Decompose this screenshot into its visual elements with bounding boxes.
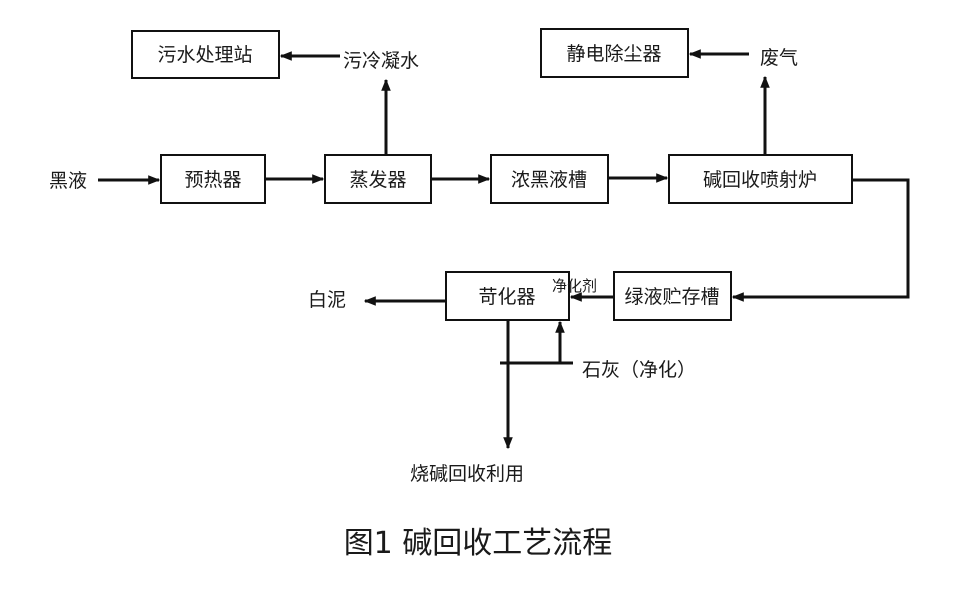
node-causticizer: 苛化器: [445, 271, 570, 321]
figure-caption: 图1 碱回收工艺流程: [344, 526, 613, 561]
label-lime: 石灰（净化）: [582, 359, 696, 381]
label-caustic-recovery: 烧碱回收利用: [410, 463, 524, 485]
node-preheater: 预热器: [160, 154, 266, 204]
node-label: 预热器: [184, 169, 241, 191]
node-electrostatic-precipitator: 静电除尘器: [540, 28, 689, 78]
node-label: 碱回收喷射炉: [703, 169, 817, 191]
label-white-mud: 白泥: [308, 289, 346, 311]
node-label: 浓黑液槽: [511, 169, 587, 191]
node-label: 污水处理站: [157, 44, 252, 66]
edge-lime-to-causticizer: [500, 320, 573, 365]
node-label: 静电除尘器: [566, 43, 661, 65]
edge-furnace-to-green-liquor: [731, 178, 910, 302]
node-green-liquor-tank: 绿液贮存槽: [613, 271, 732, 321]
label-waste-gas: 废气: [760, 47, 798, 69]
node-label: 绿液贮存槽: [624, 286, 719, 308]
label-purifying-agent: 净化剂: [552, 277, 597, 295]
label-black-liquor: 黑液: [49, 170, 87, 192]
node-sewage-station: 污水处理站: [131, 30, 280, 79]
node-strong-black-liquor-tank: 浓黑液槽: [490, 154, 609, 204]
node-recovery-furnace: 碱回收喷射炉: [668, 154, 853, 204]
label-foul-condensate: 污冷凝水: [343, 50, 419, 72]
node-label: 苛化器: [478, 286, 535, 308]
node-evaporator: 蒸发器: [324, 154, 432, 204]
node-label: 蒸发器: [349, 169, 406, 191]
